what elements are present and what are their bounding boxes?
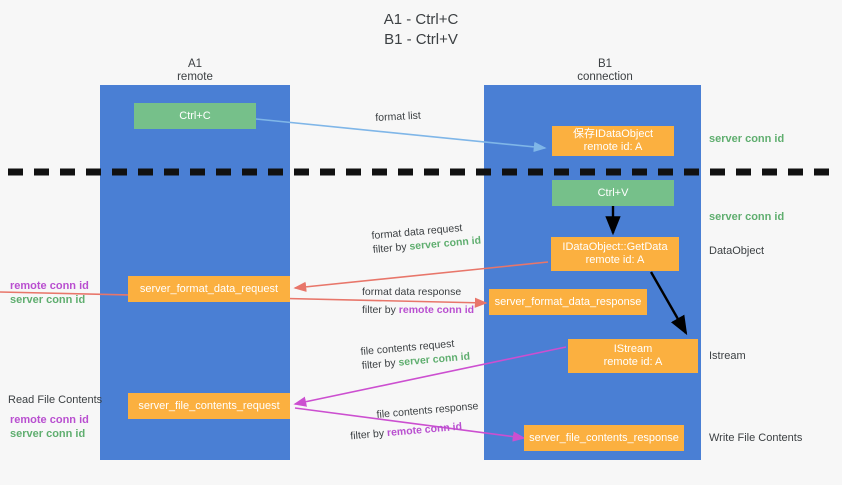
box-server-file-contents-response[interactable]: server_file_contents_response	[524, 425, 684, 451]
edge-label-format-data-response-filter: filter by remote conn id	[362, 303, 474, 317]
box-server-format-data-request[interactable]: server_format_data_request	[128, 276, 290, 302]
edge-label-format-list-text: format list	[375, 109, 422, 124]
box-idataobject-getdata[interactable]: IDataObject::GetData remote id: A	[551, 237, 679, 271]
box-save-idataobject-line2: remote id: A	[583, 141, 643, 153]
box-server-format-data-response-label: server_format_data_response	[494, 295, 642, 308]
side-label-dataobject: DataObject	[709, 245, 765, 257]
side-label-server-conn-id-mid: server conn id	[709, 211, 785, 223]
box-save-idataobject-line1: 保存IDataObject	[572, 128, 654, 140]
title-line-2: B1 - Ctrl+V	[384, 31, 458, 48]
box-server-file-contents-request[interactable]: server_file_contents_request	[128, 393, 290, 419]
edge-label-format-list: format list	[375, 109, 421, 125]
box-server-file-contents-response-label: server_file_contents_response	[529, 431, 679, 444]
box-ctrl-c-label: Ctrl+C	[179, 109, 211, 122]
box-ctrl-v[interactable]: Ctrl+V	[552, 180, 674, 206]
edge-label-file-contents-response-filter: filter by remote conn id	[350, 418, 481, 443]
title-line-1: A1 - Ctrl+C	[383, 11, 459, 28]
edge-label-file-contents-response: file contents response filter by remote …	[350, 399, 481, 442]
box-server-format-data-request-label: server_format_data_request	[139, 282, 279, 295]
box-istream-line2: remote id: A	[603, 356, 663, 368]
side-label-remote-conn-id-1: remote conn id	[10, 280, 89, 292]
diagram-title: A1 - Ctrl+C B1 - Ctrl+V	[0, 10, 842, 50]
side-label-remote-conn-id-2: remote conn id	[10, 414, 89, 426]
column-header-a1: A1 remote	[120, 58, 270, 84]
filter-key-remote-conn-id: remote conn id	[398, 304, 475, 316]
side-label-server-conn-id-1: server conn id	[10, 294, 86, 306]
box-istream-line1: IStream	[613, 343, 653, 355]
column-header-b1: B1 connection	[530, 58, 680, 84]
edge-label-format-data-response: format data response filter by remote co…	[362, 285, 474, 317]
box-server-format-data-response[interactable]: server_format_data_response	[489, 289, 647, 315]
box-save-idataobject[interactable]: 保存IDataObject remote id: A	[552, 126, 674, 156]
edge-label-format-data-response-text: format data response	[362, 286, 462, 298]
side-label-server-conn-id-top: server conn id	[709, 133, 785, 145]
edge-label-format-data-request: format data request filter by server con…	[371, 220, 482, 257]
side-label-read-file-contents: Read File Contents	[8, 394, 103, 406]
side-label-istream: Istream	[709, 350, 746, 362]
column-b1-name: B1	[597, 58, 613, 70]
filter-prefix: filter by	[362, 304, 399, 316]
box-getdata-line1: IDataObject::GetData	[562, 241, 668, 253]
filter-prefix: filter by	[349, 427, 388, 443]
box-ctrl-c[interactable]: Ctrl+C	[134, 103, 256, 129]
side-label-write-file-contents: Write File Contents	[709, 432, 803, 444]
box-server-file-contents-request-label: server_file_contents_request	[138, 399, 280, 412]
filter-prefix: filter by	[372, 240, 410, 256]
column-a1-name: A1	[187, 58, 203, 70]
side-label-server-conn-id-2: server conn id	[10, 428, 86, 440]
filter-prefix: filter by	[361, 356, 399, 372]
column-b1-role: connection	[577, 71, 633, 83]
column-a1-role: remote	[177, 71, 213, 83]
filter-key-remote-conn-id: remote conn id	[386, 420, 463, 440]
box-getdata-line2: remote id: A	[585, 254, 645, 266]
edge-label-file-contents-request: file contents request filter by server c…	[360, 336, 471, 373]
box-istream[interactable]: IStream remote id: A	[568, 339, 698, 373]
box-ctrl-v-label: Ctrl+V	[597, 186, 629, 199]
